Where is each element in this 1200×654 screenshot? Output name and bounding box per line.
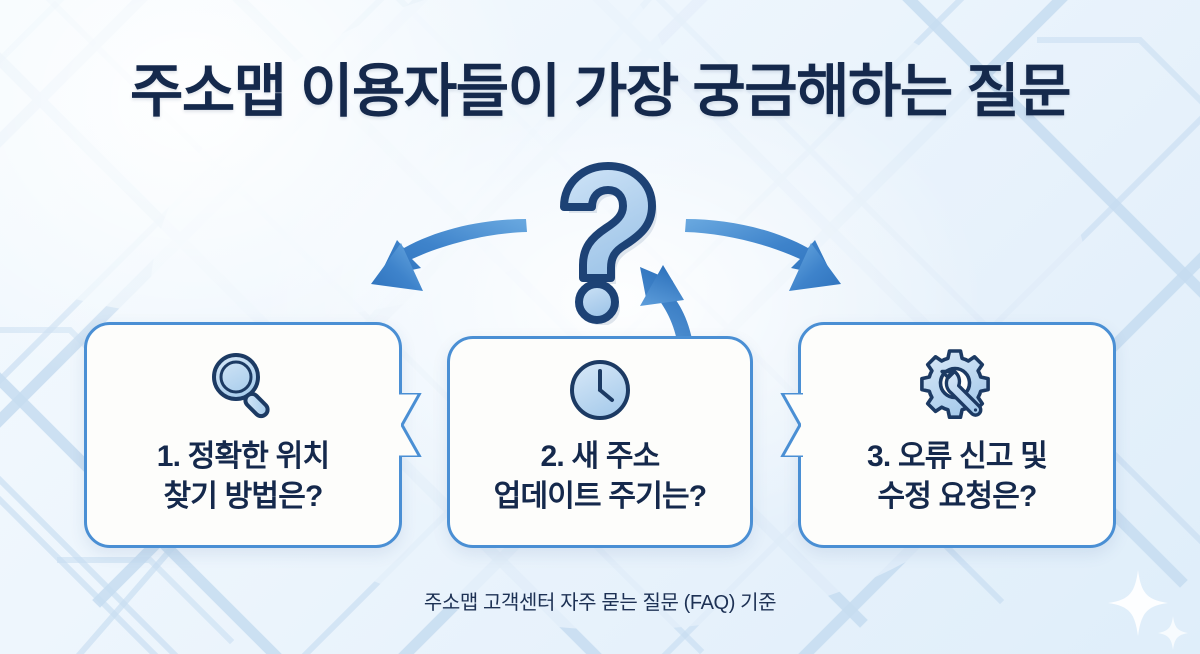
gear-wrench-icon — [919, 347, 995, 423]
page-title: 주소맵 이용자들이 가장 궁금해하는 질문 — [129, 59, 1072, 124]
faq-card-3[interactable]: 3. 오류 신고 및 수정 요청은? — [780, 322, 1116, 548]
card-3-tail — [770, 391, 808, 459]
arrow-left — [371, 219, 527, 291]
faq-card-3-text: 3. 오류 신고 및 수정 요청은? — [866, 440, 1048, 513]
faq-card-2-text: 2. 새 주소 업데이트 주기는? — [493, 440, 707, 513]
sparkle-small-icon — [1158, 616, 1188, 650]
faq-card-1-text: 1. 정확한 위치 찾기 방법은? — [156, 440, 330, 513]
faq-card-1[interactable]: 1. 정확한 위치 찾기 방법은? — [84, 322, 422, 548]
clock-icon — [567, 357, 633, 423]
faq-card-2[interactable]: 2. 새 주소 업데이트 주기는? — [447, 336, 753, 548]
arrow-right — [685, 219, 841, 291]
question-mark-icon — [522, 160, 692, 326]
card-1-tail — [394, 391, 432, 459]
footer-caption: 주소맵 고객센터 자주 묻는 질문 (FAQ) 기준 — [423, 592, 777, 614]
magnifier-icon — [205, 347, 281, 423]
